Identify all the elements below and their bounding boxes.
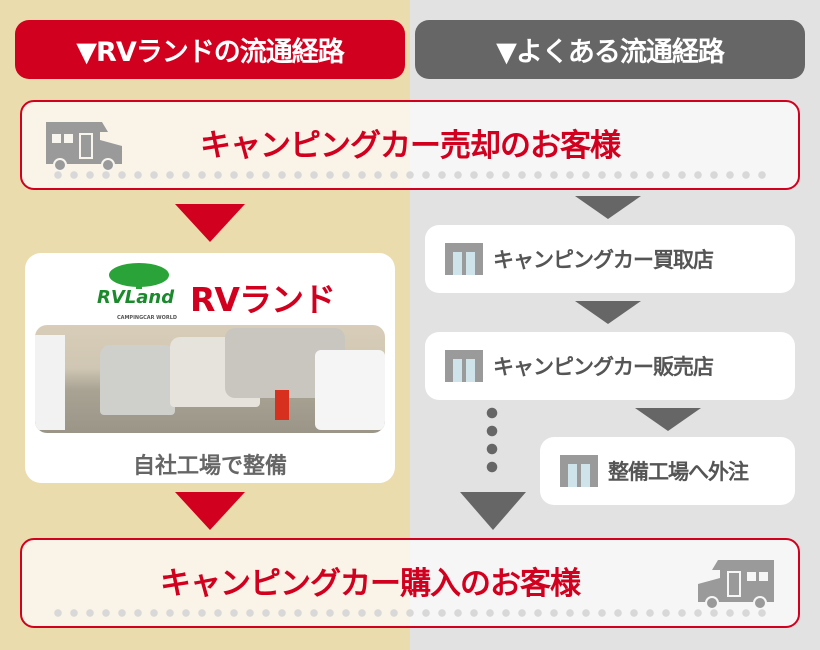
step-label: キャンピングカー買取店 [493, 248, 714, 272]
building-icon [560, 455, 598, 487]
rvland-brand-name: RVランド [190, 280, 336, 319]
workshop-photo [35, 325, 385, 433]
arrow-down-icon [175, 204, 245, 242]
step-label: キャンピングカー販売店 [493, 355, 714, 379]
in-house-maintenance-caption: 自社工場で整備 [132, 454, 287, 479]
camper-van-icon [698, 560, 774, 610]
arrow-down-icon [460, 492, 526, 530]
svg-text:CAMPINGCAR WORLD: CAMPINGCAR WORLD [117, 315, 177, 321]
common-route-header: ▼よくある流通経路 [415, 20, 805, 79]
arrow-down-icon [175, 492, 245, 530]
seller-customer-box: キャンピングカー売却のお客様 [20, 100, 800, 190]
step-buyback-shop: キャンピングカー買取店 [425, 225, 795, 293]
rvland-logo: RVLand CAMPINGCAR WORLD [97, 263, 177, 321]
arrow-down-icon [635, 408, 701, 431]
step-outsourced-maintenance: 整備工場へ外注 [540, 437, 795, 505]
step-dealer: キャンピングカー販売店 [425, 332, 795, 400]
seller-customer-label: キャンピングカー売却のお客様 [200, 128, 621, 164]
svg-text:RVLand: RVLand [97, 287, 175, 308]
camper-van-icon [46, 122, 122, 172]
dotted-divider [50, 608, 770, 618]
rvland-route-header: ▼RVランドの流通経路 [15, 20, 405, 79]
arrow-down-icon [575, 301, 641, 324]
dotted-divider [50, 170, 770, 180]
buyer-customer-label: キャンピングカー購入のお客様 [160, 566, 581, 602]
building-icon [445, 350, 483, 382]
building-icon [445, 243, 483, 275]
rvland-card: RVLand CAMPINGCAR WORLD RVランド 自社工場で整備 [25, 253, 395, 483]
buyer-customer-box: キャンピングカー購入のお客様 [20, 538, 800, 628]
dotted-path [486, 404, 498, 476]
arrow-down-icon [575, 196, 641, 219]
step-label: 整備工場へ外注 [608, 460, 749, 484]
